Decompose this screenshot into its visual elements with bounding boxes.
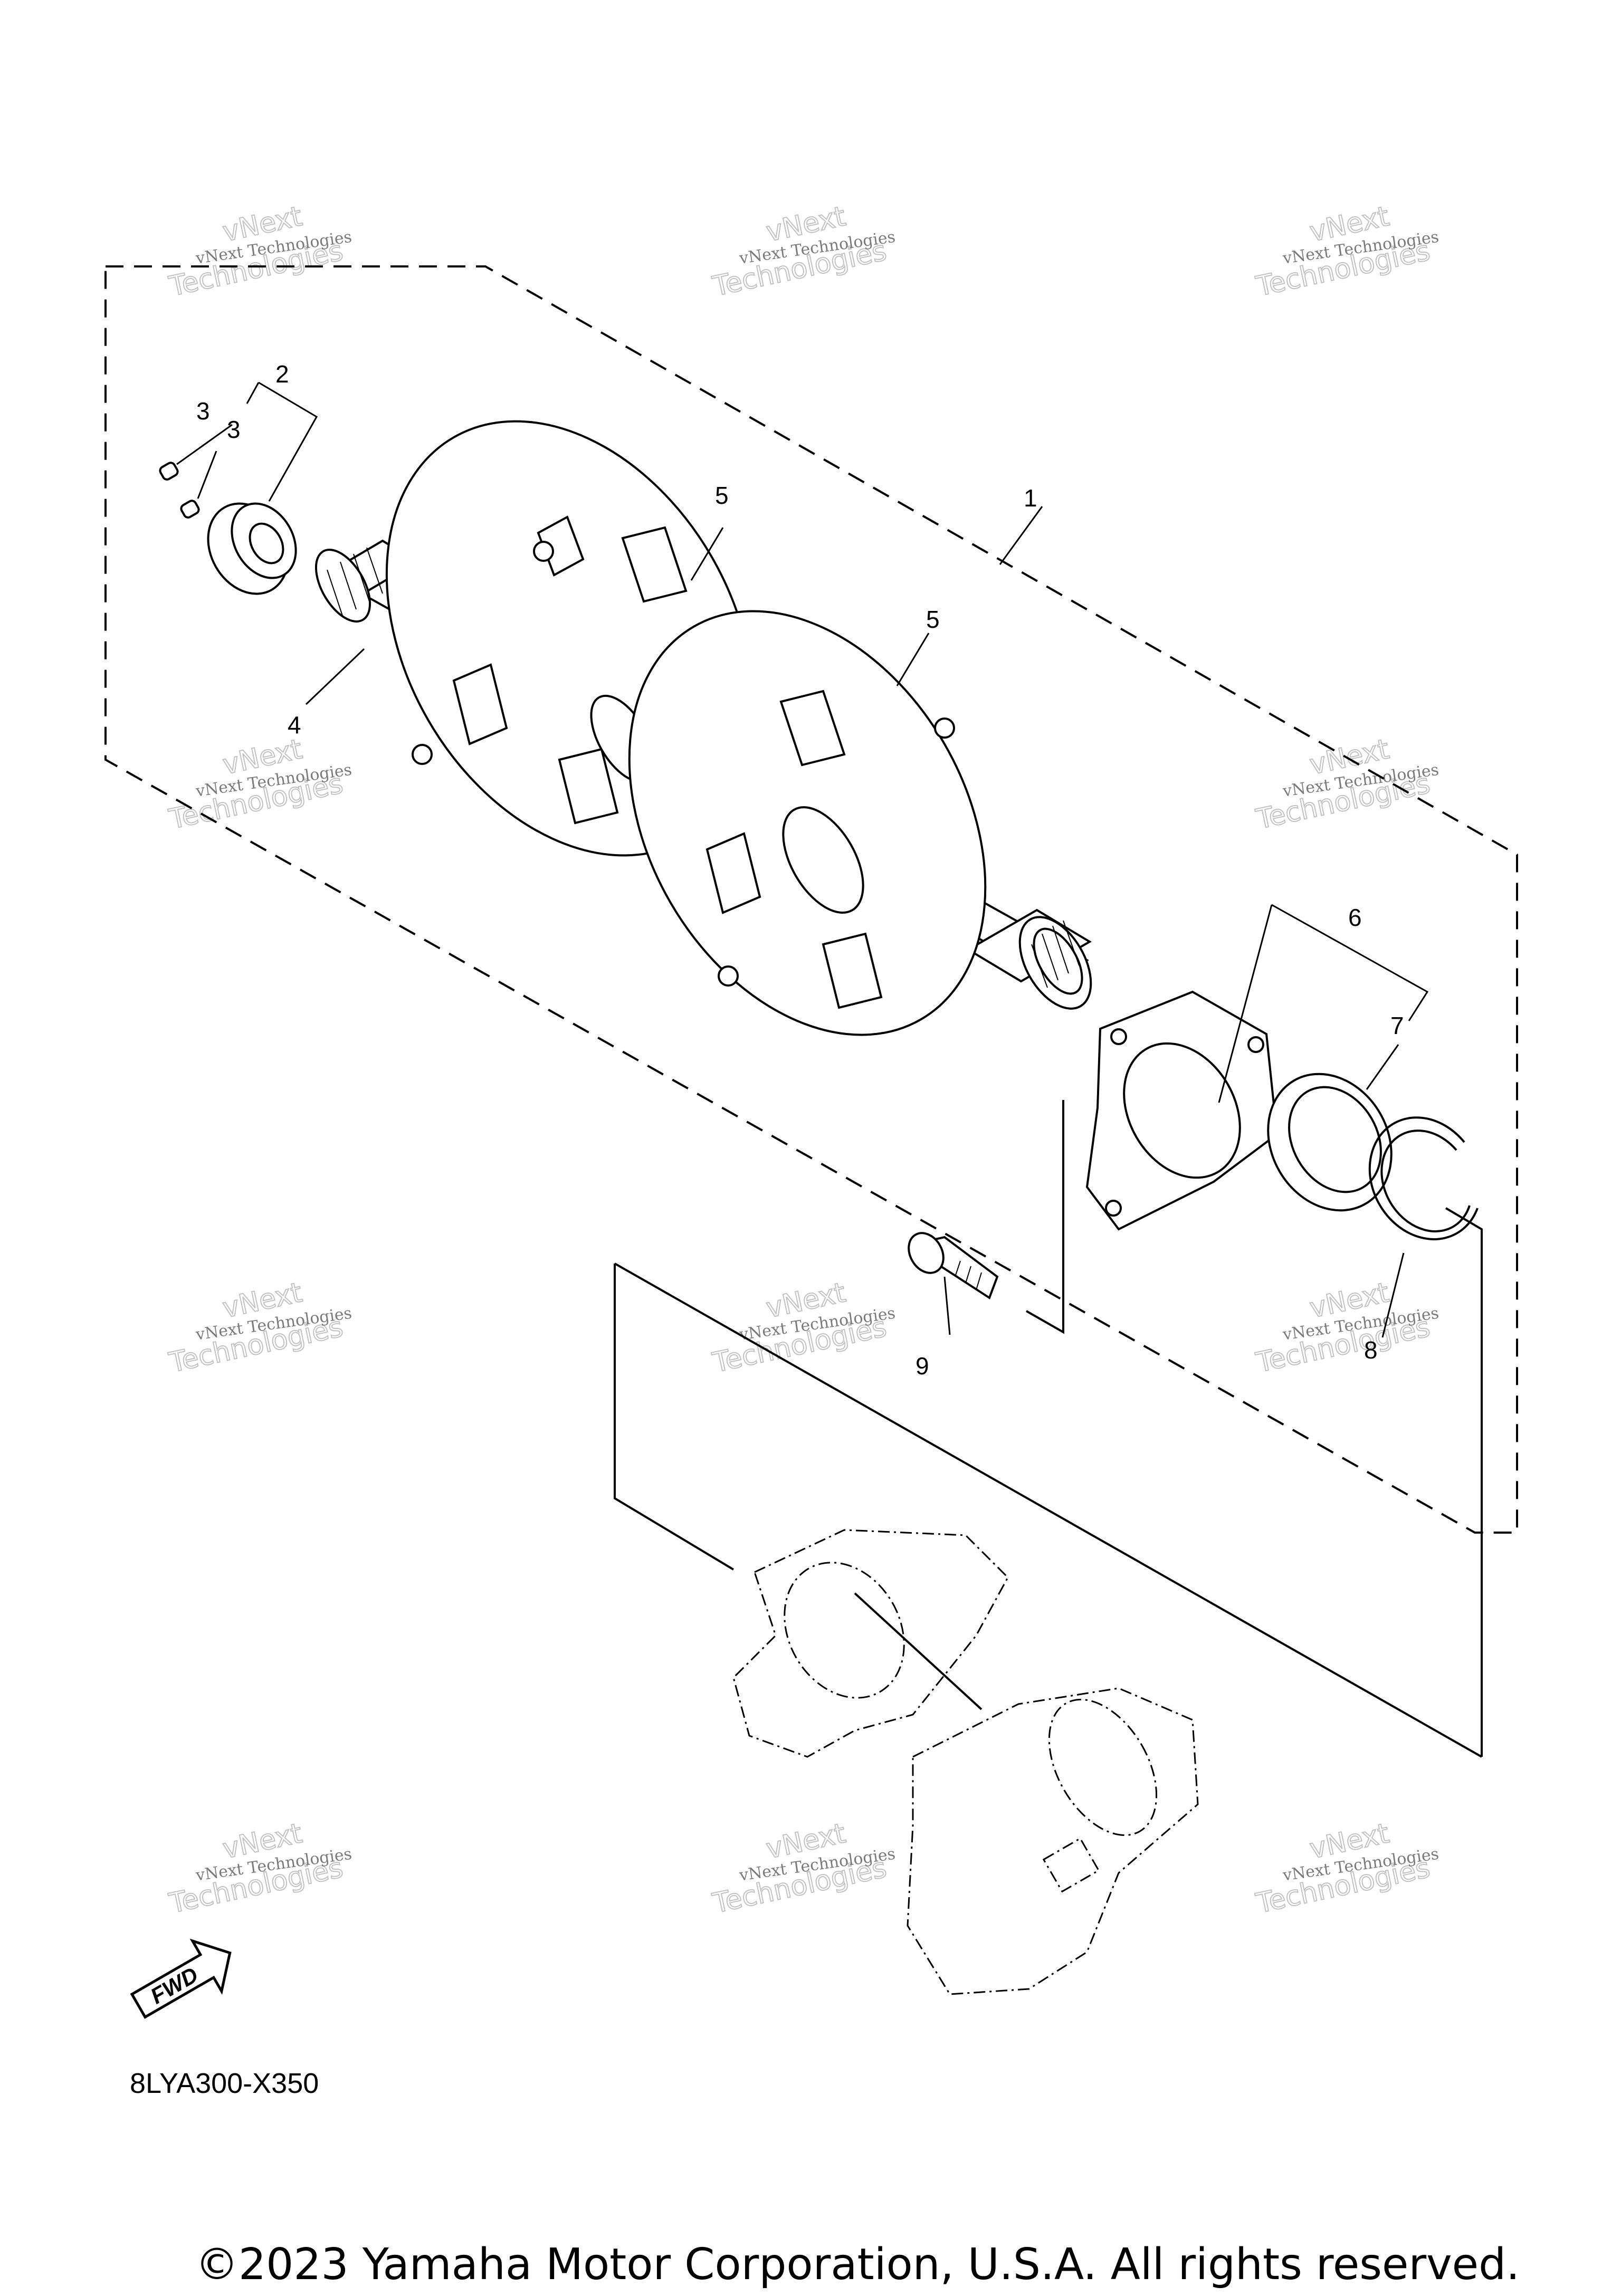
forward-direction-badge: FWD bbox=[130, 1938, 232, 2019]
callout-3a: 3 bbox=[196, 397, 210, 425]
callout-3b: 3 bbox=[227, 416, 241, 443]
flange-bolt bbox=[908, 1232, 999, 1300]
callout-9: 9 bbox=[916, 1352, 929, 1380]
circlip bbox=[1368, 1116, 1479, 1240]
callout-labels: 1 2 3 3 4 5 5 6 7 8 9 bbox=[196, 360, 1404, 1380]
bearing-housing-plate bbox=[1085, 990, 1279, 1231]
callout-6: 6 bbox=[1348, 904, 1362, 931]
oil-seal bbox=[1267, 1073, 1393, 1212]
callout-5a: 5 bbox=[715, 482, 729, 509]
callout-1: 1 bbox=[1024, 484, 1037, 512]
drive-sprocket-front bbox=[628, 610, 987, 1036]
reference-brake-bracket bbox=[732, 1529, 1009, 1758]
callout-4: 4 bbox=[288, 711, 301, 739]
callout-8: 8 bbox=[1364, 1336, 1378, 1364]
callout-2: 2 bbox=[275, 360, 289, 388]
assembly-dashed-outline bbox=[104, 265, 1518, 1534]
copyright-notice: ©2023 Yamaha Motor Corporation, U.S.A. A… bbox=[195, 2240, 1520, 2290]
bracket-group-lines bbox=[614, 1100, 1483, 1758]
leader-lines bbox=[176, 381, 1429, 1338]
reference-brake-caliper bbox=[907, 1687, 1199, 1995]
callout-5b: 5 bbox=[926, 606, 940, 633]
dowel-pins bbox=[159, 462, 200, 519]
callout-7: 7 bbox=[1390, 1012, 1404, 1039]
bearing-part bbox=[207, 502, 297, 595]
diagram-code: 8LYA300-X350 bbox=[130, 2068, 319, 2099]
